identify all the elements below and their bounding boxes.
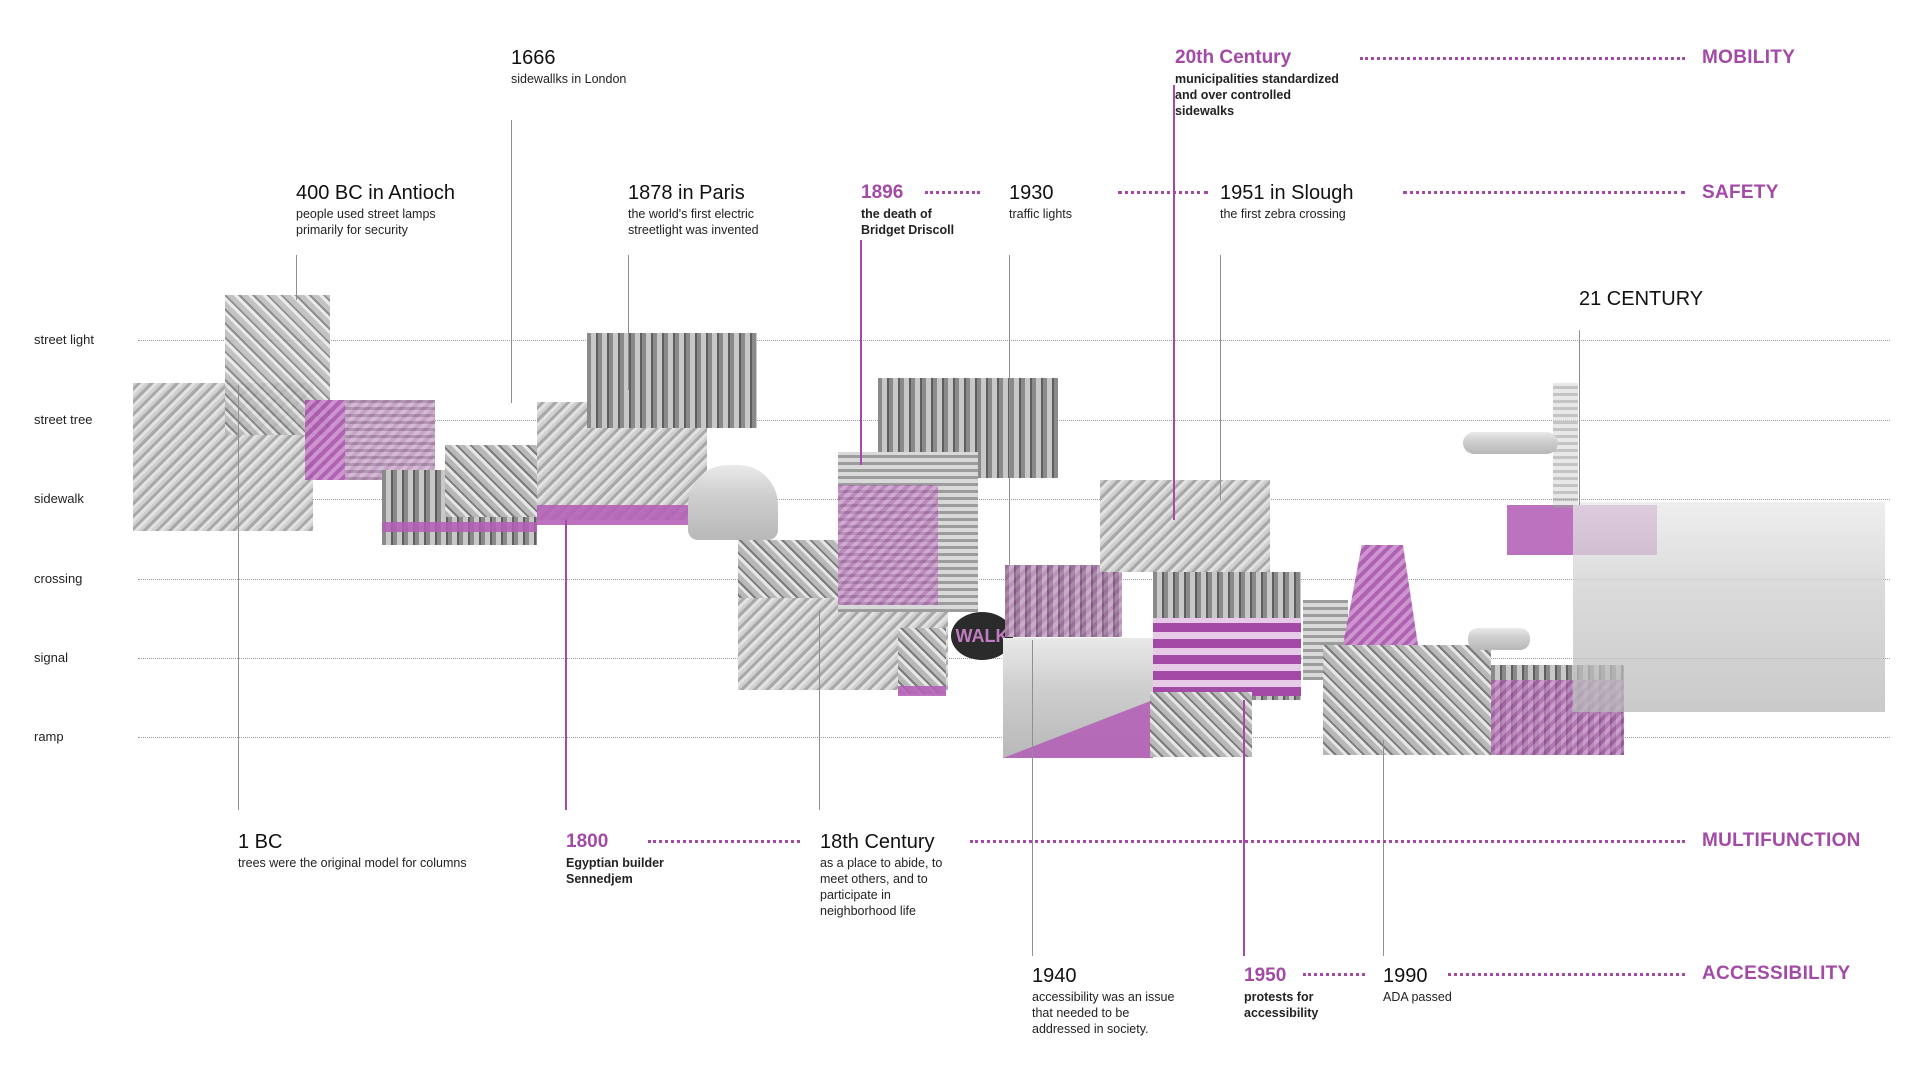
event-18th-century: 18th Century as a place to abide, to mee… bbox=[820, 831, 942, 919]
category-safety: SAFETY bbox=[1702, 182, 1779, 203]
event-21-century: 21 CENTURY bbox=[1579, 288, 1703, 310]
connector-1800 bbox=[565, 520, 567, 810]
lane-line-street-light bbox=[138, 340, 1890, 341]
event-1950: 1950 protests for accessibility bbox=[1244, 965, 1318, 1021]
event-desc: trees were the original model for column… bbox=[238, 856, 467, 870]
event-1930: 1930 traffic lights bbox=[1009, 182, 1072, 222]
event-year: 1951 in Slough bbox=[1220, 182, 1354, 204]
connector-1940 bbox=[1032, 640, 1033, 956]
lane-label-street-light: street light bbox=[34, 332, 94, 347]
event-desc: as a place to abide, to meet others, and… bbox=[820, 856, 943, 918]
event-year: 1950 bbox=[1244, 965, 1287, 986]
leader-multifunction-1800 bbox=[648, 840, 800, 843]
category-accessibility: ACCESSIBILITY bbox=[1702, 963, 1851, 984]
leader-safety-1896 bbox=[925, 191, 980, 194]
lane-label-signal: signal bbox=[34, 650, 68, 665]
event-desc: sidewallks in London bbox=[511, 72, 627, 86]
collage-image-drone-lamp bbox=[1463, 432, 1558, 454]
leader-mobility bbox=[1360, 57, 1685, 60]
event-year: 1878 in Paris bbox=[628, 182, 745, 204]
collage-image-elevated-walkway bbox=[1343, 545, 1418, 645]
collage-image-sidewalk-band-3 bbox=[838, 485, 938, 605]
collage-image-avenue bbox=[345, 400, 435, 480]
connector-1990 bbox=[1383, 740, 1384, 956]
collage-image-zebra-crossing bbox=[1153, 618, 1301, 696]
collage-image-21c-street bbox=[1573, 502, 1885, 712]
connector-18th-century bbox=[819, 610, 820, 810]
leader-accessibility-1950 bbox=[1303, 973, 1365, 976]
event-desc: ADA passed bbox=[1383, 990, 1452, 1004]
event-desc: traffic lights bbox=[1009, 207, 1072, 221]
event-1940: 1940 accessibility was an issue that nee… bbox=[1032, 965, 1174, 1037]
event-desc: the first zebra crossing bbox=[1220, 207, 1346, 221]
event-desc: Egyptian builder Sennedjem bbox=[566, 856, 664, 886]
event-year: 1666 bbox=[511, 47, 556, 69]
connector-1950 bbox=[1243, 700, 1245, 956]
collage-image-signal-lamps bbox=[1468, 628, 1530, 650]
event-desc: accessibility was an issue that needed t… bbox=[1032, 990, 1175, 1036]
lane-label-sidewalk: sidewalk bbox=[34, 491, 84, 506]
leader-safety-1930 bbox=[1118, 191, 1208, 194]
event-1896: 1896 the death of Bridget Driscoll bbox=[861, 182, 954, 238]
connector-20th-century bbox=[1173, 85, 1175, 520]
collage-image-protest-1950 bbox=[1150, 692, 1252, 757]
leader-safety bbox=[1403, 191, 1685, 194]
collage-image-sennedjem-statue bbox=[898, 628, 946, 694]
event-1bc: 1 BC trees were the original model for c… bbox=[238, 831, 467, 871]
connector-400bc bbox=[296, 255, 297, 300]
category-multifunction: MULTIFUNCTION bbox=[1702, 830, 1861, 851]
connector-1930 bbox=[1009, 255, 1010, 565]
walk-sign-icon: WALK bbox=[951, 612, 1013, 660]
event-desc: municipalities standardized and over con… bbox=[1175, 72, 1339, 118]
event-desc: the world's first electric streetlight w… bbox=[628, 207, 759, 237]
collage-image-statue-base bbox=[898, 686, 946, 696]
leader-multifunction bbox=[970, 840, 1685, 843]
event-year: 1940 bbox=[1032, 965, 1077, 987]
event-desc: people used street lamps primarily for s… bbox=[296, 207, 436, 237]
connector-1951 bbox=[1220, 255, 1221, 500]
event-year: 21 CENTURY bbox=[1579, 288, 1704, 310]
event-year: 18th Century bbox=[820, 831, 935, 853]
event-year: 1990 bbox=[1383, 965, 1428, 987]
lane-label-street-tree: street tree bbox=[34, 412, 93, 427]
event-year: 1896 bbox=[861, 182, 904, 203]
event-year: 20th Century bbox=[1175, 47, 1292, 68]
event-year: 1800 bbox=[566, 831, 609, 852]
event-1951: 1951 in Slough the first zebra crossing bbox=[1220, 182, 1353, 222]
lane-line-sidewalk bbox=[138, 499, 1890, 500]
event-desc: protests for accessibility bbox=[1244, 990, 1319, 1020]
event-400bc: 400 BC in Antioch people used street lam… bbox=[296, 182, 455, 238]
event-1990: 1990 ADA passed bbox=[1383, 965, 1452, 1005]
connector-1896 bbox=[860, 240, 862, 465]
event-1800: 1800 Egyptian builder Sennedjem bbox=[566, 831, 664, 887]
event-20th-century: 20th Century municipalities standardized… bbox=[1175, 47, 1339, 119]
collage-image-sidewalk-band-1 bbox=[382, 522, 537, 532]
event-desc: the death of Bridget Driscoll bbox=[861, 207, 955, 237]
lane-label-crossing: crossing bbox=[34, 571, 83, 586]
event-1878: 1878 in Paris the world's first electric… bbox=[628, 182, 759, 238]
collage-image-signal-overlay bbox=[1005, 565, 1122, 637]
collage-image-ada-1990 bbox=[1323, 645, 1491, 755]
collage-image-london-street bbox=[445, 445, 545, 517]
leader-accessibility bbox=[1448, 973, 1685, 976]
connector-1666 bbox=[511, 120, 512, 403]
collage-image-carriage bbox=[688, 465, 778, 540]
event-year: 1 BC bbox=[238, 831, 283, 853]
collage-image-city-towers bbox=[1100, 480, 1270, 572]
event-1666: 1666 sidewallks in London bbox=[511, 47, 626, 87]
category-mobility: MOBILITY bbox=[1702, 47, 1796, 68]
connector-21-century bbox=[1579, 330, 1580, 505]
event-year: 400 BC in Antioch bbox=[296, 182, 455, 204]
walk-sign-label: WALK bbox=[955, 625, 1009, 646]
connector-1878 bbox=[628, 255, 629, 390]
lane-label-ramp: ramp bbox=[34, 729, 64, 744]
event-year: 1930 bbox=[1009, 182, 1054, 204]
connector-1bc bbox=[238, 385, 239, 810]
collage-image-traffic-lights bbox=[1005, 565, 1122, 637]
collage-image-paris-boulevard bbox=[587, 333, 757, 428]
